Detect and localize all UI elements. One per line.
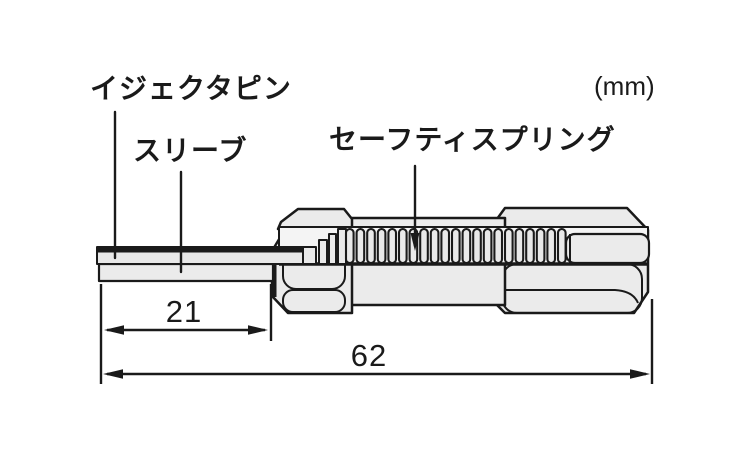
label-sleeve: スリーブ bbox=[133, 135, 248, 166]
sleeve-part bbox=[97, 262, 275, 283]
hex-nut-facet-lower bbox=[282, 289, 346, 313]
leader-safety-spring-arrow bbox=[410, 233, 420, 251]
label-safety-spring: セーフティスプリング bbox=[329, 124, 616, 155]
dim-arrowheads bbox=[103, 325, 650, 379]
dim-value-21: 21 bbox=[165, 294, 203, 329]
dim-value-62: 62 bbox=[350, 338, 388, 373]
label-ejector-pin: イジェクタピン bbox=[90, 73, 292, 104]
rear-grip-facet-line bbox=[502, 289, 639, 304]
inner-shaft bbox=[564, 232, 651, 265]
safety-spring-coils bbox=[344, 227, 567, 265]
unit-note: (mm) bbox=[594, 71, 655, 101]
